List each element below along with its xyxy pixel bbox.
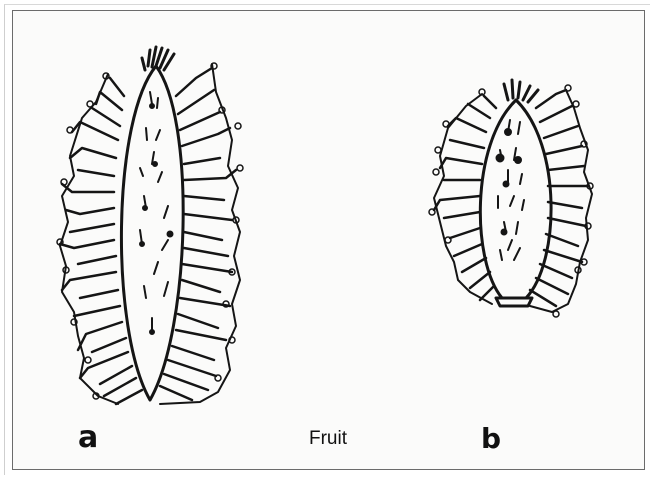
fruit-b-base [496, 298, 532, 306]
fruit-b-bristles [497, 120, 525, 260]
fruit-a-left-spine-tips [57, 73, 109, 399]
fruit-b-tip [504, 80, 538, 102]
fruit-a-drawing [57, 47, 243, 404]
panel-b-label: b [481, 422, 501, 455]
panel-a-label: a [78, 420, 98, 455]
fruit-a-left-spines [60, 78, 142, 404]
fruit-a-left-outline [60, 74, 118, 404]
fruit-b-right-spine-tips [553, 85, 593, 317]
fruit-a-bristles [140, 92, 173, 334]
fruit-b-left-spine-tips [429, 89, 485, 243]
fruit-b-drawing [429, 80, 593, 317]
fruit-b-body [480, 100, 551, 298]
fruit-a-right-spine-tips [211, 63, 243, 381]
fruit-a-body [121, 66, 183, 400]
figure-caption: Fruit [309, 428, 347, 450]
